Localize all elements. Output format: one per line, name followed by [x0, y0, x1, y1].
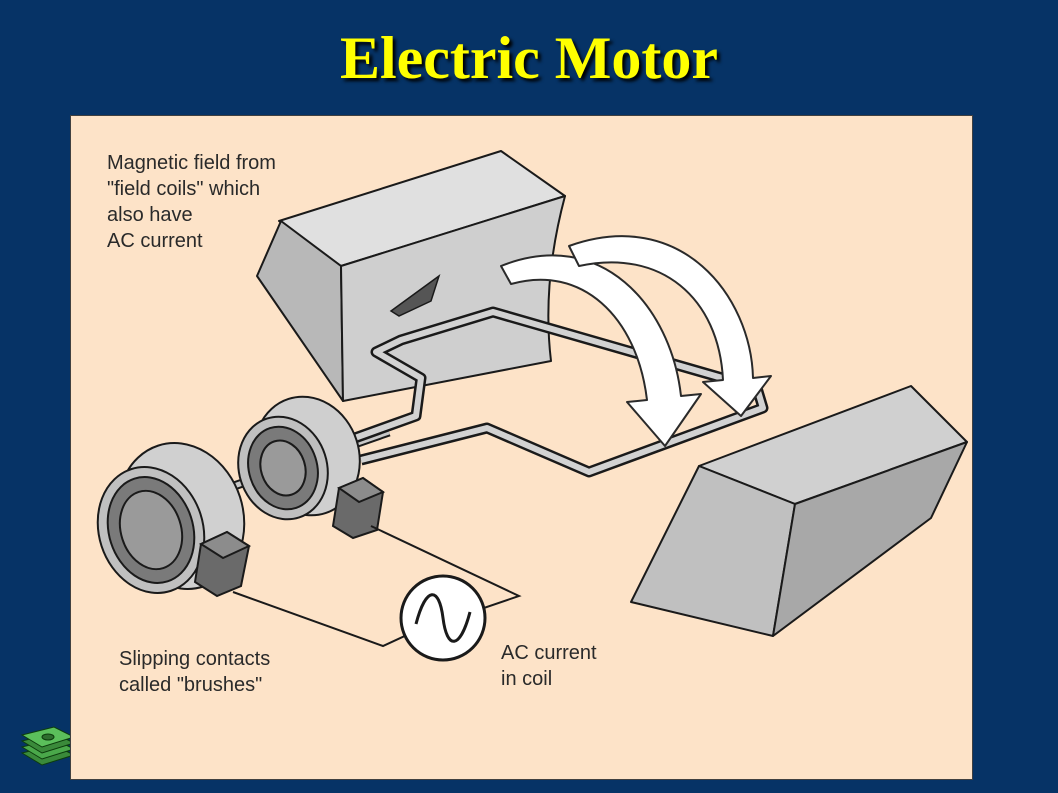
brush-wire-front [232, 591, 410, 648]
field-coils-label: Magnetic field from "field coils" which … [107, 152, 276, 252]
ac-current-label: AC current in coil [501, 642, 597, 690]
motor-illustration [96, 150, 968, 662]
brushes-label: Slipping contacts called "brushes" [119, 648, 271, 696]
slide-title: Electric Motor [339, 25, 719, 91]
magnet-pole-front-face [772, 441, 968, 637]
magnet-pole-back-front [340, 195, 566, 402]
pole-face-shading [389, 274, 441, 317]
money-stack-icon [20, 726, 76, 766]
ac-source-icon [399, 574, 487, 662]
field-arrow-2 [568, 235, 772, 417]
motor-diagram: Magnetic field from "field coils" which … [70, 115, 973, 780]
